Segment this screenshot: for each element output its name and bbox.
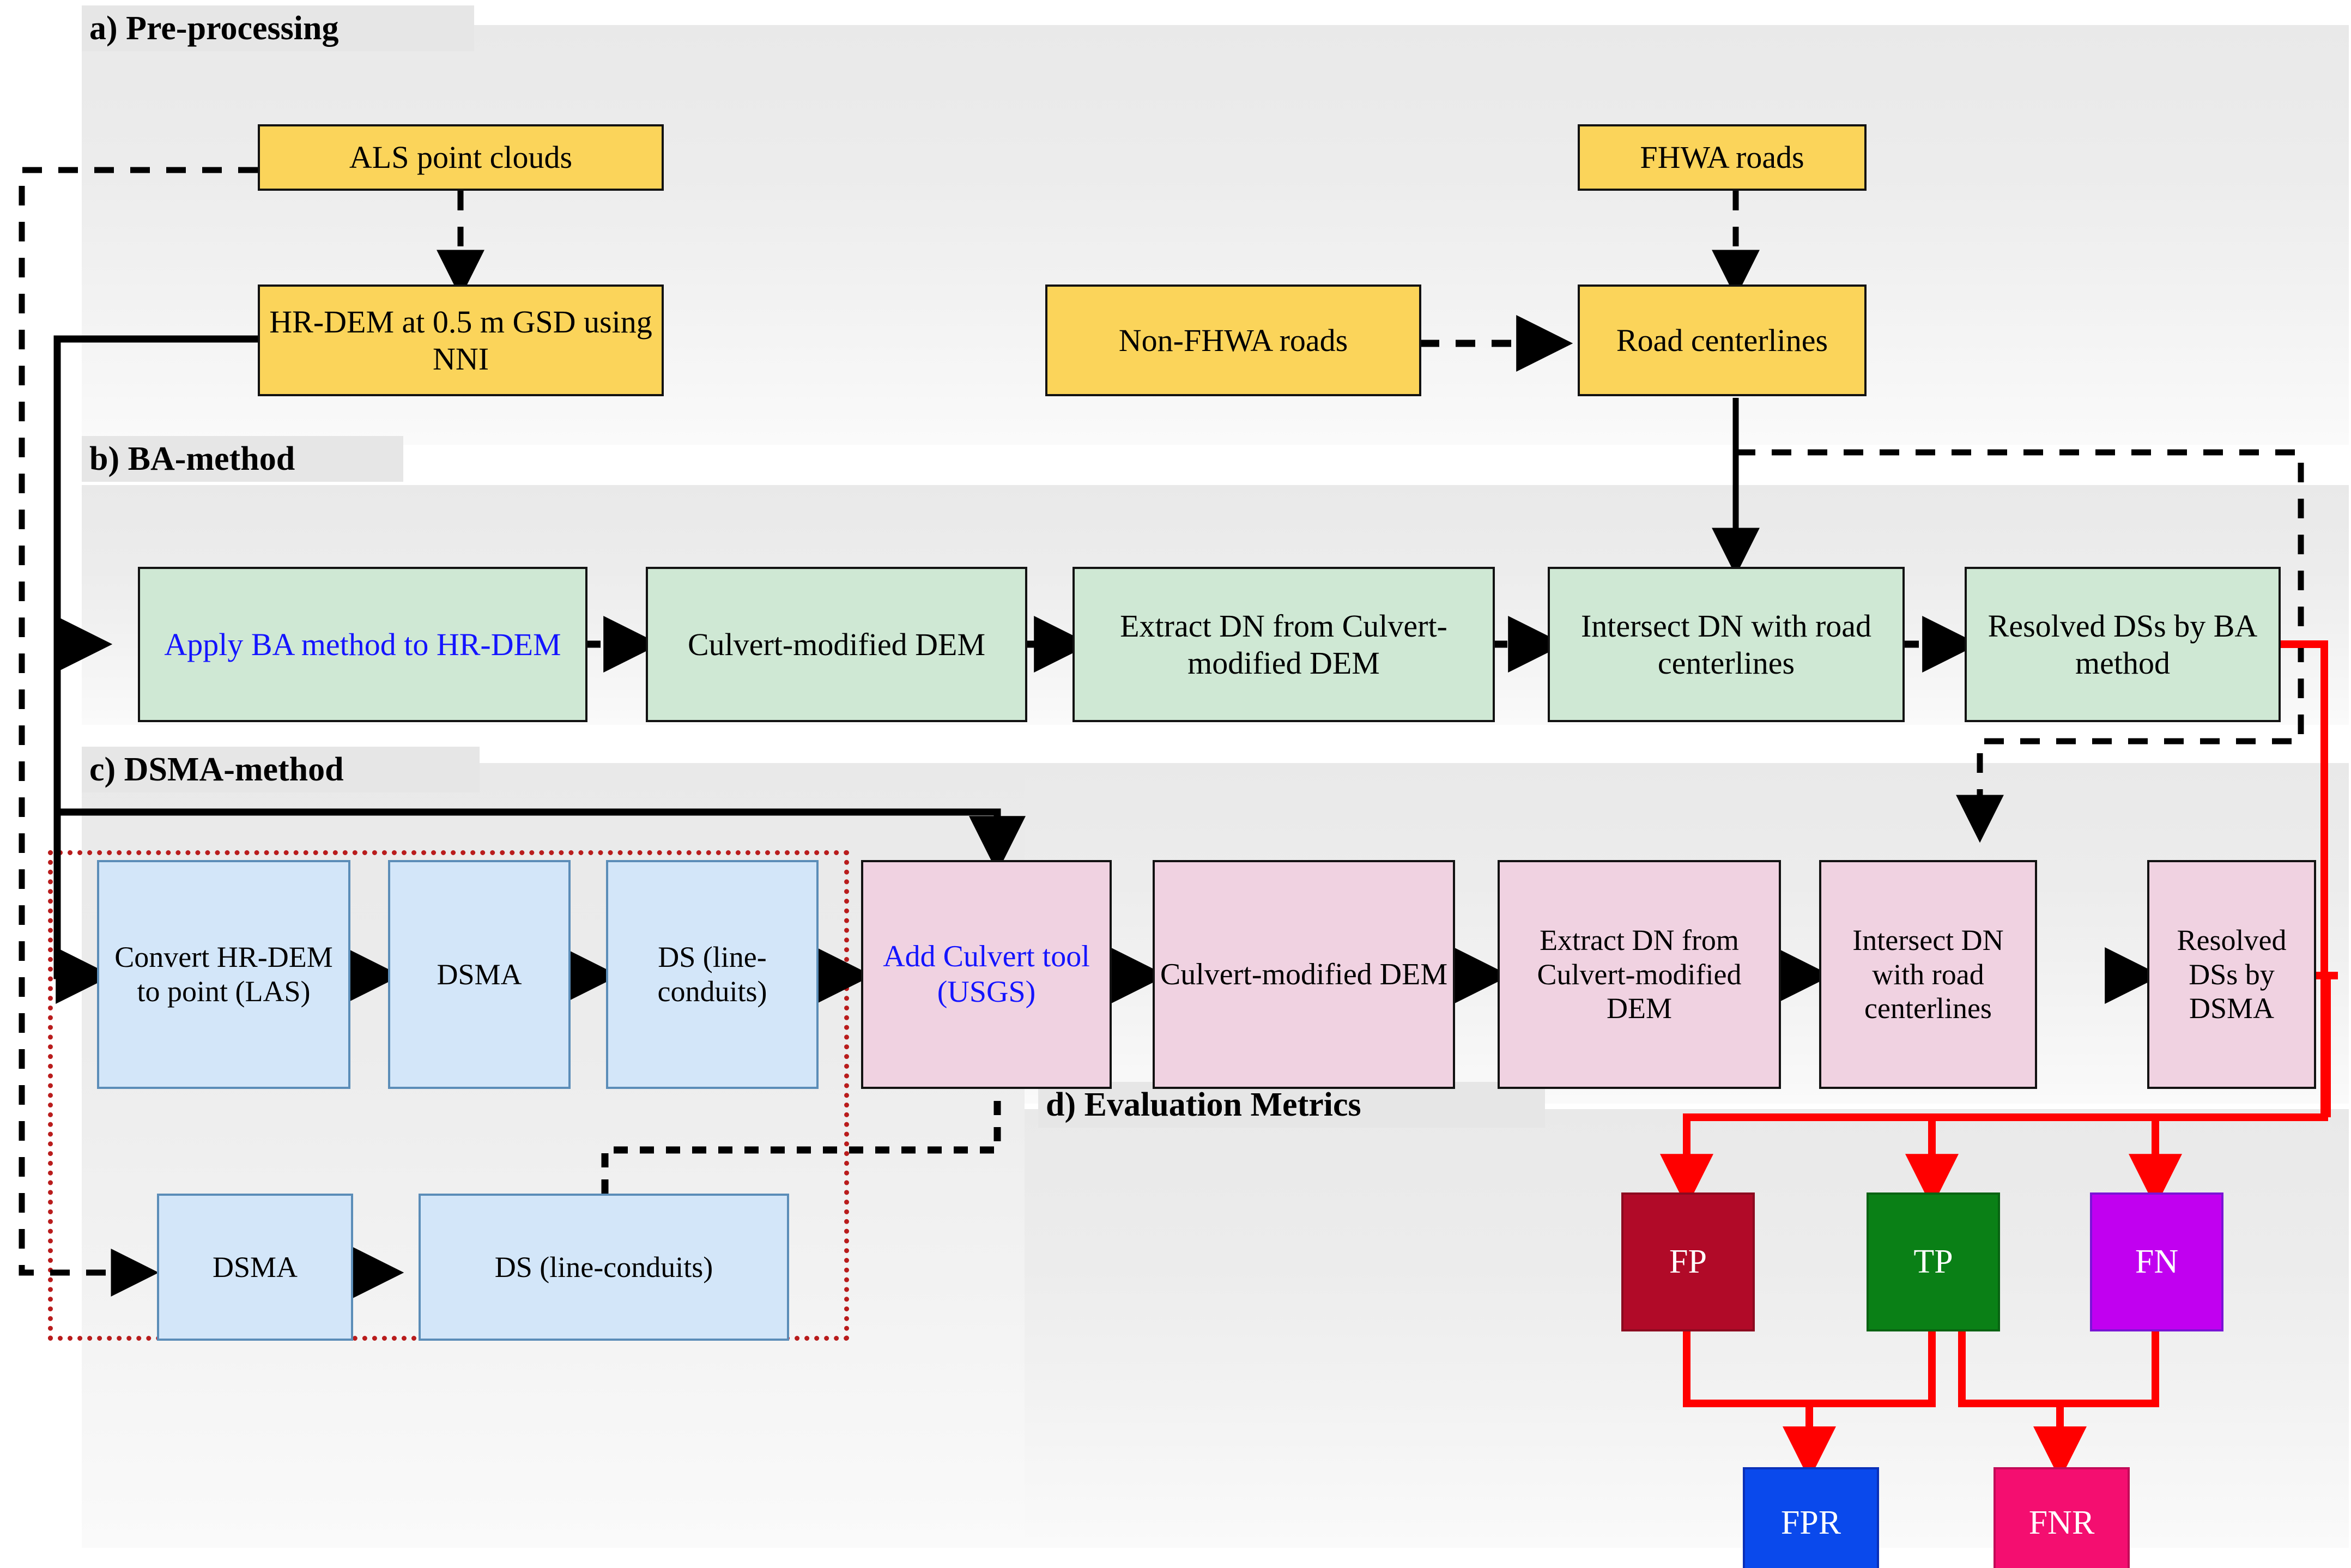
node-dsma-first[interactable]: DSMA (388, 860, 571, 1089)
node-ba-culvert-modified-dem-label: Culvert-modified DEM (687, 626, 986, 662)
node-ds-line-conduits-second-label: DS (line-conduits) (494, 1250, 713, 1284)
node-apply-ba-method[interactable]: Apply BA method to HR-DEM (138, 567, 587, 722)
node-ds-line-conduits-first-label: DS (line-conduits) (657, 941, 767, 1008)
section-label-d: d) Evaluation Metrics (1038, 1082, 1545, 1128)
node-ba-extract-dn[interactable]: Extract DN from Culvert-modified DEM (1073, 567, 1495, 722)
node-metric-fp-label: FP (1669, 1243, 1707, 1280)
node-add-culvert-tool-label: Add Culvert tool (USGS) (883, 940, 1090, 1009)
node-dsma-culvert-modified-dem[interactable]: Culvert-modified DEM (1153, 860, 1455, 1089)
node-dsma-extract-dn-label: Extract DN from Culvert-modified DEM (1537, 924, 1742, 1025)
node-ba-intersect-dn[interactable]: Intersect DN with road centerlines (1548, 567, 1905, 722)
node-metric-fnr-label: FNR (2028, 1504, 2095, 1541)
node-dsma-first-label: DSMA (437, 958, 522, 991)
node-dsma-resolved-ds[interactable]: Resolved DSs by DSMA (2147, 860, 2316, 1089)
node-road-centerlines[interactable]: Road centerlines (1578, 284, 1867, 396)
node-fhwa-roads-label: FHWA roads (1640, 140, 1804, 175)
node-ds-line-conduits-second[interactable]: DS (line-conduits) (419, 1194, 789, 1341)
node-convert-hr-dem-to-point[interactable]: Convert HR-DEM to point (LAS) (97, 860, 350, 1089)
section-label-b: b) BA-method (82, 436, 403, 482)
node-als-point-clouds-label: ALS point clouds (349, 140, 573, 175)
node-ba-culvert-modified-dem[interactable]: Culvert-modified DEM (646, 567, 1027, 722)
node-convert-hr-dem-to-point-label: Convert HR-DEM to point (LAS) (114, 941, 333, 1008)
node-metric-fnr[interactable]: FNR (1993, 1467, 2130, 1568)
node-dsma-culvert-modified-dem-label: Culvert-modified DEM (1160, 957, 1448, 991)
node-apply-ba-method-label: Apply BA method to HR-DEM (164, 626, 561, 662)
section-label-d-text: d) Evaluation Metrics (1046, 1086, 1361, 1123)
node-hr-dem-label: HR-DEM at 0.5 m GSD using NNI (269, 304, 652, 377)
node-ba-resolved-ds-label: Resolved DSs by BA method (1988, 608, 2258, 681)
node-metric-tp[interactable]: TP (1867, 1192, 2000, 1331)
node-dsma-resolved-ds-label: Resolved DSs by DSMA (2177, 924, 2287, 1025)
node-dsma-extract-dn[interactable]: Extract DN from Culvert-modified DEM (1498, 860, 1781, 1089)
node-add-culvert-tool[interactable]: Add Culvert tool (USGS) (861, 860, 1112, 1089)
node-ds-line-conduits-first[interactable]: DS (line-conduits) (606, 860, 819, 1089)
section-label-c-text: c) DSMA-method (89, 750, 344, 788)
node-metric-fpr-label: FPR (1780, 1504, 1841, 1541)
node-metric-tp-label: TP (1913, 1243, 1953, 1280)
node-hr-dem[interactable]: HR-DEM at 0.5 m GSD using NNI (258, 284, 664, 396)
node-ba-resolved-ds[interactable]: Resolved DSs by BA method (1965, 567, 2281, 722)
node-metric-fn[interactable]: FN (2090, 1192, 2223, 1331)
node-als-point-clouds[interactable]: ALS point clouds (258, 124, 664, 191)
section-label-b-text: b) BA-method (89, 440, 295, 477)
node-non-fhwa-roads[interactable]: Non-FHWA roads (1045, 284, 1421, 396)
node-metric-fp[interactable]: FP (1621, 1192, 1755, 1331)
node-metric-fpr[interactable]: FPR (1743, 1467, 1879, 1568)
node-road-centerlines-label: Road centerlines (1616, 322, 1828, 358)
node-ba-intersect-dn-label: Intersect DN with road centerlines (1580, 608, 1872, 681)
node-dsma-second-label: DSMA (212, 1250, 298, 1284)
node-fhwa-roads[interactable]: FHWA roads (1578, 124, 1867, 191)
section-label-c: c) DSMA-method (82, 747, 480, 792)
node-ba-extract-dn-label: Extract DN from Culvert-modified DEM (1120, 608, 1447, 681)
node-dsma-intersect-dn[interactable]: Intersect DN with road centerlines (1819, 860, 2037, 1089)
node-dsma-second[interactable]: DSMA (157, 1194, 353, 1341)
node-dsma-intersect-dn-label: Intersect DN with road centerlines (1852, 924, 2004, 1025)
node-metric-fn-label: FN (2135, 1243, 2179, 1280)
section-label-a-text: a) Pre-processing (89, 9, 339, 47)
section-label-a: a) Pre-processing (82, 5, 474, 51)
node-non-fhwa-roads-label: Non-FHWA roads (1118, 322, 1348, 358)
